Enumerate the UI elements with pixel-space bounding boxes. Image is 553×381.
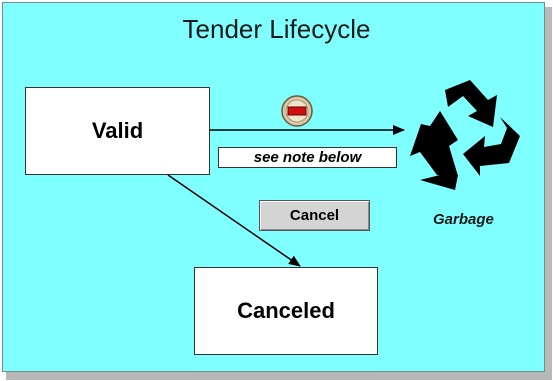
state-valid: Valid: [25, 87, 210, 175]
arrow-valid-to-canceled: [167, 174, 301, 267]
garbage-label: Garbage: [433, 211, 494, 228]
recycle-icon: [410, 80, 520, 190]
remove-icon: [281, 95, 313, 127]
state-canceled: Canceled: [194, 267, 378, 355]
diagram-title: Tender Lifecycle: [182, 14, 371, 44]
cancel-button[interactable]: Cancel: [259, 200, 370, 231]
transition-note: see note below: [218, 147, 397, 168]
